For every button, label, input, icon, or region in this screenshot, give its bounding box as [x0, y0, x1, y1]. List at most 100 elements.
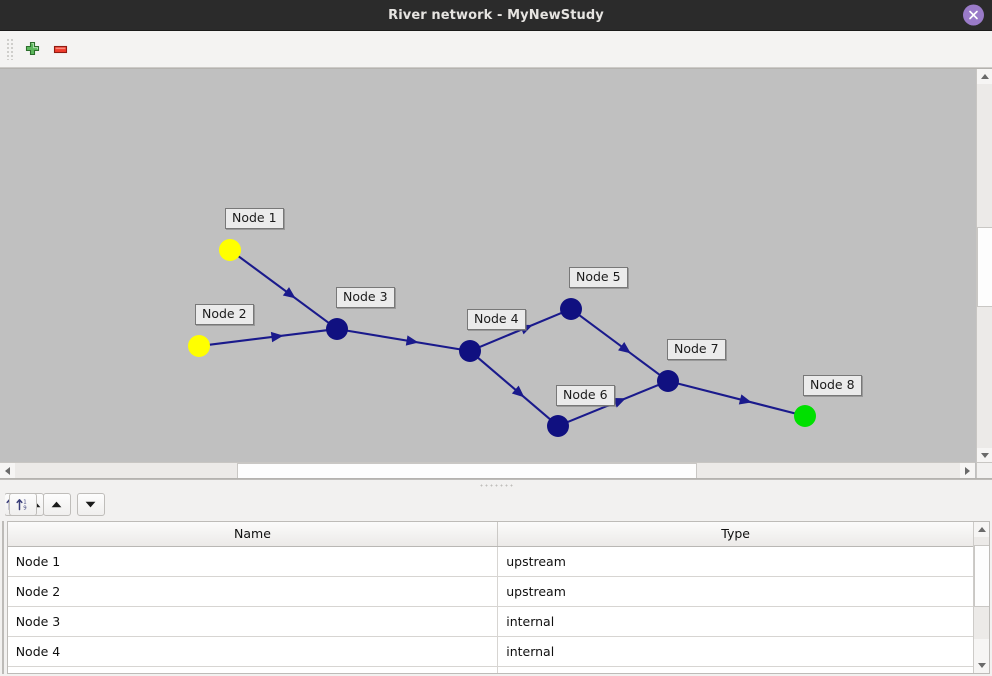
- branches-cell-name[interactable]: Node 2 -> Node 3: [3, 576, 4, 606]
- edge-direction-arrow-icon: [405, 335, 419, 346]
- nodes-cell-name[interactable]: Node 1: [7, 546, 499, 577]
- branches-column-header-name[interactable]: Name: [3, 522, 4, 546]
- node-label-node-4[interactable]: Node 4: [467, 309, 526, 330]
- nodes-move-up-button[interactable]: [42, 493, 71, 516]
- branches-scroll-down-button[interactable]: [2, 658, 4, 673]
- branches-vertical-scrollbar[interactable]: [2, 522, 3, 673]
- nodes-vertical-scrollbar[interactable]: [973, 522, 990, 673]
- add-node-button[interactable]: [18, 35, 46, 63]
- nodes-toolbar: 1 9: [5, 490, 992, 521]
- edge-Node4-to-Node5[interactable]: [478, 311, 563, 349]
- graph-node-node-3[interactable]: [326, 318, 348, 340]
- scroll-left-button[interactable]: [0, 463, 15, 478]
- splitter-grip: [479, 483, 513, 487]
- branches-cell-name[interactable]: Node 3 -> Node 4: [3, 606, 4, 636]
- graph-viewport[interactable]: Node 1 Node 2 Node 3 Node 4 Node 5 Node 6 Node…: [0, 69, 975, 463]
- remove-node-button[interactable]: [46, 35, 74, 63]
- edge-Node7-to-Node8[interactable]: [677, 382, 796, 415]
- node-label-node-1[interactable]: Node 1: [225, 208, 284, 229]
- scroll-down-button[interactable]: [977, 448, 992, 463]
- graph-node-node-5[interactable]: [560, 298, 582, 320]
- nodes-vscroll-track-upper[interactable]: [974, 537, 990, 545]
- vscroll-thumb[interactable]: [977, 227, 992, 307]
- svg-text:1: 1: [23, 500, 26, 506]
- chevron-down-icon: [978, 663, 987, 668]
- nodes-cell-type[interactable]: upstream: [497, 546, 974, 577]
- nodes-vscroll-track-lower[interactable]: [974, 607, 990, 639]
- hscroll-track-left[interactable]: [15, 463, 237, 478]
- nodes-cell-name[interactable]: Node 4: [7, 636, 499, 667]
- nodes-cell-name[interactable]: Node 3: [7, 606, 499, 637]
- node-label-node-6[interactable]: Node 6: [556, 385, 615, 406]
- node-label-node-2[interactable]: Node 2: [195, 304, 254, 325]
- main-toolbar: [0, 31, 992, 68]
- branches-table-header-row: NameNode1Node2: [3, 522, 4, 546]
- nodes-cell-name[interactable]: Node 2: [7, 576, 499, 607]
- nodes-empty-row: [7, 666, 974, 673]
- node-label-node-8[interactable]: Node 8: [803, 375, 862, 396]
- nodes-column-header-type[interactable]: Type: [497, 522, 974, 547]
- node-label-node-3[interactable]: Node 3: [336, 287, 395, 308]
- node-label-node-5[interactable]: Node 5: [569, 267, 628, 288]
- vscroll-track-lower[interactable]: [977, 307, 992, 448]
- toolbar-drag-handle[interactable]: [6, 38, 14, 60]
- branches-cell-name[interactable]: Node 1 -> Node 3: [3, 546, 4, 576]
- hscroll-thumb[interactable]: [237, 463, 697, 478]
- nodes-vscroll-thumb[interactable]: [974, 545, 990, 607]
- graph-node-node-6[interactable]: [547, 415, 569, 437]
- nodes-empty-cell: [7, 666, 499, 673]
- vscroll-track-upper[interactable]: [977, 84, 992, 227]
- nodes-empty-cell: [497, 666, 974, 673]
- nodes-cell-type[interactable]: internal: [497, 606, 974, 637]
- nodes-scroll-up-button[interactable]: [974, 522, 990, 537]
- node-label-node-7[interactable]: Node 7: [667, 339, 726, 360]
- branches-cell-name[interactable]: Node 4 -> Node 5: [3, 636, 4, 666]
- chevron-up-icon: [978, 527, 987, 532]
- edge-Node4-to-Node6[interactable]: [476, 356, 552, 421]
- scroll-right-button[interactable]: [960, 463, 975, 478]
- nodes-cell-type[interactable]: upstream: [497, 576, 974, 607]
- close-button[interactable]: [963, 4, 984, 26]
- graph-node-node-1[interactable]: [219, 239, 241, 261]
- edge-Node1-to-Node3[interactable]: [237, 255, 330, 324]
- branches-vscroll-track-lower[interactable]: [2, 607, 4, 639]
- edge-Node3-to-Node4[interactable]: [346, 329, 461, 351]
- nodes-scroll-down-button[interactable]: [974, 658, 990, 673]
- graph-node-node-8[interactable]: [794, 405, 816, 427]
- branches-vscroll-thumb[interactable]: [2, 545, 4, 607]
- nodes-column-header-name[interactable]: Name: [7, 522, 499, 547]
- canvas-horizontal-scrollbar[interactable]: [0, 462, 975, 478]
- scroll-up-button[interactable]: [977, 69, 992, 84]
- branches-scroll-up-button[interactable]: [2, 522, 4, 537]
- graph-node-node-4[interactable]: [459, 340, 481, 362]
- title-bar: River network - MyNewStudy: [0, 0, 992, 31]
- nodes-move-down-button[interactable]: [76, 493, 105, 516]
- graph-node-node-2[interactable]: [188, 335, 210, 357]
- arrow-up-icon: [51, 501, 62, 508]
- graph-node-node-7[interactable]: [657, 370, 679, 392]
- hscroll-track-right[interactable]: [697, 463, 960, 478]
- edge-Node2-to-Node3[interactable]: [208, 329, 328, 346]
- branches-vscroll-track-upper[interactable]: [2, 537, 4, 545]
- nodes-sort-button[interactable]: 1 9: [8, 493, 37, 516]
- edge-direction-arrow-icon: [270, 331, 284, 343]
- river-network-canvas[interactable]: Node 1 Node 2 Node 3 Node 4 Node 5 Node 6 Node…: [0, 68, 992, 479]
- edge-direction-arrow-icon: [612, 397, 626, 408]
- nodes-cell-type[interactable]: internal: [497, 636, 974, 667]
- horizontal-splitter[interactable]: [0, 479, 992, 490]
- canvas-vertical-scrollbar[interactable]: [976, 69, 992, 463]
- edge-Node5-to-Node7[interactable]: [578, 314, 661, 376]
- arrow-down-icon: [85, 501, 96, 508]
